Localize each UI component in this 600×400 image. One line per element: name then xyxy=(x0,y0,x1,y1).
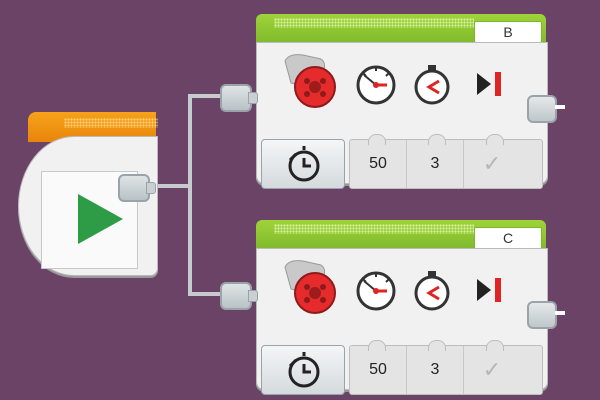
motor-mode-selector[interactable] xyxy=(261,345,345,395)
motor-output-port[interactable] xyxy=(527,95,565,123)
motor-c-input-port-left[interactable] xyxy=(220,282,258,310)
power-dial-icon xyxy=(356,65,396,105)
timer-mode-icon xyxy=(288,352,320,388)
brake-at-end-icon xyxy=(477,72,501,96)
motor-port-selector[interactable]: C xyxy=(474,227,542,249)
start-button-panel[interactable] xyxy=(41,171,138,269)
power-value[interactable]: 50 xyxy=(350,140,407,188)
motor-b-input-port-left[interactable] xyxy=(220,84,258,112)
large-motor-icon xyxy=(284,260,336,314)
motor-port-selector[interactable]: B xyxy=(474,21,542,43)
motor-block-body: 50 3 ✓ xyxy=(256,42,565,189)
large-motor-icon xyxy=(284,54,336,108)
motor-output-port[interactable] xyxy=(527,301,565,329)
motor-mode-selector[interactable] xyxy=(261,139,345,189)
play-icon xyxy=(78,194,123,244)
start-output-port[interactable] xyxy=(118,174,156,202)
timer-mode-icon xyxy=(288,146,320,182)
motor-block-body: 50 3 ✓ xyxy=(256,248,565,395)
brake-checkbox[interactable]: ✓ xyxy=(482,151,502,176)
seconds-value[interactable]: 3 xyxy=(407,346,464,394)
motor-block-header: B xyxy=(256,14,546,46)
power-value[interactable]: 50 xyxy=(350,346,407,394)
large-motor-block-c[interactable]: C xyxy=(250,220,565,395)
large-motor-block-b[interactable]: B xyxy=(250,14,565,189)
motor-parameter-row: 50 3 ✓ xyxy=(349,340,543,395)
power-dial-icon xyxy=(356,271,396,311)
start-block-body xyxy=(18,136,158,276)
stopwatch-icon xyxy=(414,65,450,105)
motor-parameter-row: 50 3 ✓ xyxy=(349,134,543,189)
start-block[interactable] xyxy=(18,112,158,276)
brake-checkbox[interactable]: ✓ xyxy=(482,357,502,382)
seconds-value[interactable]: 3 xyxy=(407,140,464,188)
stopwatch-icon xyxy=(414,271,450,311)
motor-block-header: C xyxy=(256,220,546,252)
brake-at-end-icon xyxy=(477,278,501,302)
